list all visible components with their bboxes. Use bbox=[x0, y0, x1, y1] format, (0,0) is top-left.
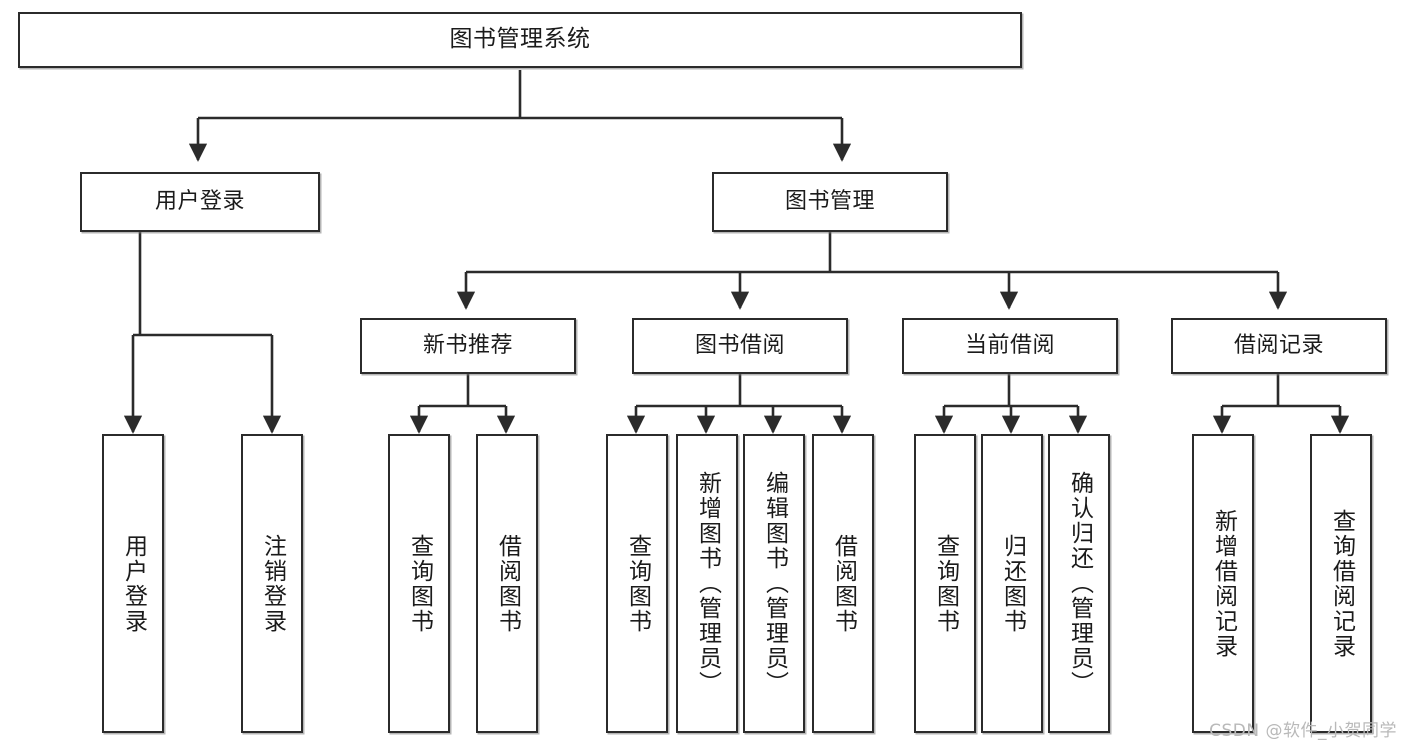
node-user-login[interactable]: 用户登录 bbox=[80, 172, 320, 232]
leaf-logout-label: 注销登录 bbox=[259, 533, 286, 634]
leaf-query-book-current-label: 查询图书 bbox=[932, 533, 959, 634]
leaf-query-borrow-record[interactable]: 查询借阅记录 bbox=[1310, 434, 1372, 733]
leaf-add-borrow-record-label: 新增借阅记录 bbox=[1210, 508, 1237, 659]
leaf-query-book-recommend-label: 查询图书 bbox=[406, 533, 433, 634]
leaf-user-login-label: 用户登录 bbox=[120, 533, 147, 634]
leaf-add-book-admin-label: 新增图书（管理员） bbox=[694, 471, 721, 696]
leaf-user-login[interactable]: 用户登录 bbox=[102, 434, 164, 733]
node-book-borrow[interactable]: 图书借阅 bbox=[632, 318, 848, 374]
leaf-borrow-book-label: 借阅图书 bbox=[830, 533, 857, 634]
leaf-query-book-recommend[interactable]: 查询图书 bbox=[388, 434, 450, 733]
leaf-edit-book-admin[interactable]: 编辑图书（管理员） bbox=[743, 434, 805, 733]
node-new-book-recommend-label: 新书推荐 bbox=[422, 332, 513, 358]
leaf-return-book[interactable]: 归还图书 bbox=[981, 434, 1043, 733]
leaf-return-book-label: 归还图书 bbox=[999, 533, 1026, 634]
leaf-query-book-current[interactable]: 查询图书 bbox=[914, 434, 976, 733]
leaf-borrow-book[interactable]: 借阅图书 bbox=[812, 434, 874, 733]
node-borrow-record-label: 借阅记录 bbox=[1233, 332, 1324, 358]
node-current-borrow-label: 当前借阅 bbox=[964, 332, 1055, 358]
node-book-management[interactable]: 图书管理 bbox=[712, 172, 948, 232]
leaf-borrow-book-recommend[interactable]: 借阅图书 bbox=[476, 434, 538, 733]
leaf-query-borrow-record-label: 查询借阅记录 bbox=[1328, 508, 1355, 659]
leaf-edit-book-admin-label: 编辑图书（管理员） bbox=[761, 471, 788, 696]
leaf-add-book-admin[interactable]: 新增图书（管理员） bbox=[676, 434, 738, 733]
leaf-confirm-return-admin[interactable]: 确认归还（管理员） bbox=[1048, 434, 1110, 733]
leaf-query-book-borrow[interactable]: 查询图书 bbox=[606, 434, 668, 733]
node-root-system-label: 图书管理系统 bbox=[449, 26, 591, 53]
leaf-query-book-borrow-label: 查询图书 bbox=[624, 533, 651, 634]
node-book-management-label: 图书管理 bbox=[784, 188, 875, 214]
node-borrow-record[interactable]: 借阅记录 bbox=[1171, 318, 1387, 374]
node-current-borrow[interactable]: 当前借阅 bbox=[902, 318, 1118, 374]
node-book-borrow-label: 图书借阅 bbox=[694, 332, 785, 358]
node-user-login-label: 用户登录 bbox=[154, 188, 245, 214]
node-new-book-recommend[interactable]: 新书推荐 bbox=[360, 318, 576, 374]
leaf-borrow-book-recommend-label: 借阅图书 bbox=[494, 533, 521, 634]
leaf-add-borrow-record[interactable]: 新增借阅记录 bbox=[1192, 434, 1254, 733]
leaf-logout[interactable]: 注销登录 bbox=[241, 434, 303, 733]
leaf-confirm-return-admin-label: 确认归还（管理员） bbox=[1066, 471, 1093, 696]
node-root-system[interactable]: 图书管理系统 bbox=[18, 12, 1022, 68]
